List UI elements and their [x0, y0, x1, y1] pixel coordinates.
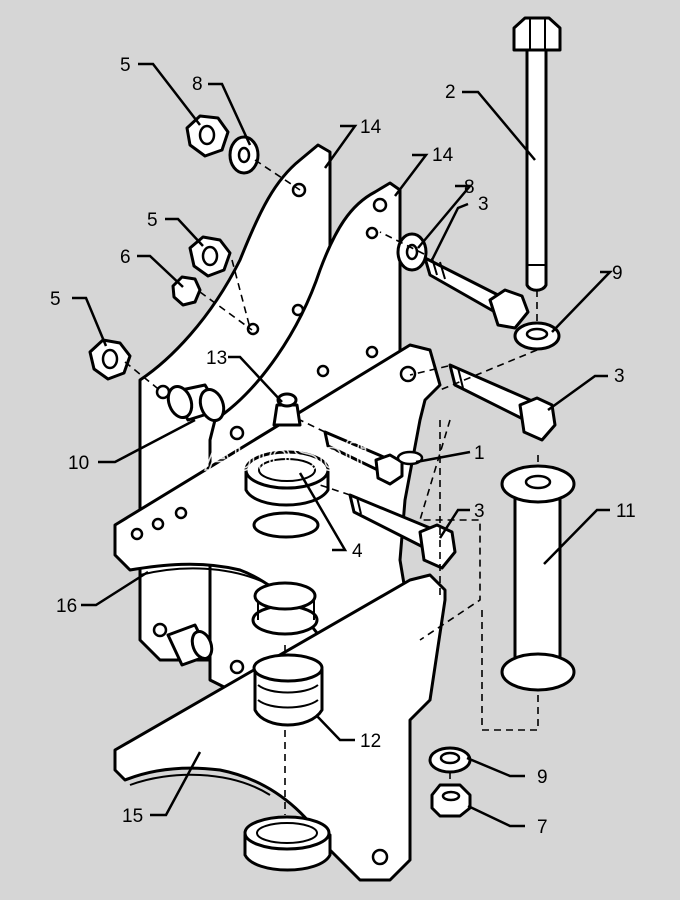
- long-bolt-2: [512, 16, 562, 292]
- washer-8-right: [396, 232, 428, 272]
- callout-1: 1: [474, 443, 485, 464]
- spacer-tube-lower: [166, 623, 214, 667]
- washer-9-lower: [428, 746, 472, 774]
- spacer-tube-upper: [166, 383, 226, 422]
- callout-9-lower: 9: [537, 767, 548, 788]
- callout-11: 11: [616, 501, 636, 522]
- callout-5-middle: 5: [147, 210, 158, 231]
- bolt-3-middle: [448, 363, 557, 442]
- grease-fitting-13: [272, 392, 302, 427]
- assembly-lines: [124, 159, 539, 815]
- callout-10: 10: [68, 453, 89, 474]
- watermark: AutoSoft: [205, 432, 366, 479]
- callout-15: 15: [122, 806, 143, 827]
- leader-lines: [72, 62, 613, 828]
- callout-5-top: 5: [120, 55, 131, 76]
- callout-12: 12: [360, 731, 381, 752]
- washer-8-top: [228, 135, 260, 175]
- callout-14-right: 14: [432, 145, 454, 166]
- bolt-3-top: [423, 256, 530, 330]
- spacer-tube-11: [500, 464, 576, 692]
- callout-14-left: 14: [360, 117, 382, 138]
- callout-3-top: 3: [478, 194, 489, 215]
- nut-7: [430, 783, 472, 818]
- callout-13: 13: [206, 348, 227, 369]
- callout-8-right: 8: [464, 177, 475, 198]
- nut-5-top: [185, 114, 230, 158]
- callout-9-top: 9: [612, 263, 623, 284]
- nut-5-middle: [188, 235, 232, 278]
- bushing-12: [252, 653, 324, 727]
- callout-8-top: 8: [192, 74, 203, 95]
- bushing-lower: [243, 815, 332, 872]
- nut-5-bottom: [88, 338, 132, 381]
- bolt-1: [323, 430, 424, 486]
- callout-3-middle: 3: [614, 366, 625, 387]
- washer-9-upper: [513, 321, 561, 351]
- callout-labels: 5 8 14 2 14 8 3 9 5 6 5 13 3 10 1 4 3 11…: [50, 55, 636, 838]
- callout-4: 4: [352, 541, 363, 562]
- callout-3-lower: 3: [474, 501, 485, 522]
- bushing-12-upper: [251, 581, 319, 636]
- callout-6: 6: [120, 247, 131, 268]
- bolt-3-lower: [348, 493, 457, 570]
- ball-joint-bushing-4: [244, 450, 330, 539]
- callout-2: 2: [445, 82, 456, 103]
- callout-5-bottom: 5: [50, 289, 61, 310]
- callout-7: 7: [537, 817, 548, 838]
- callout-16: 16: [56, 596, 77, 617]
- lower-arm-15: [113, 573, 447, 882]
